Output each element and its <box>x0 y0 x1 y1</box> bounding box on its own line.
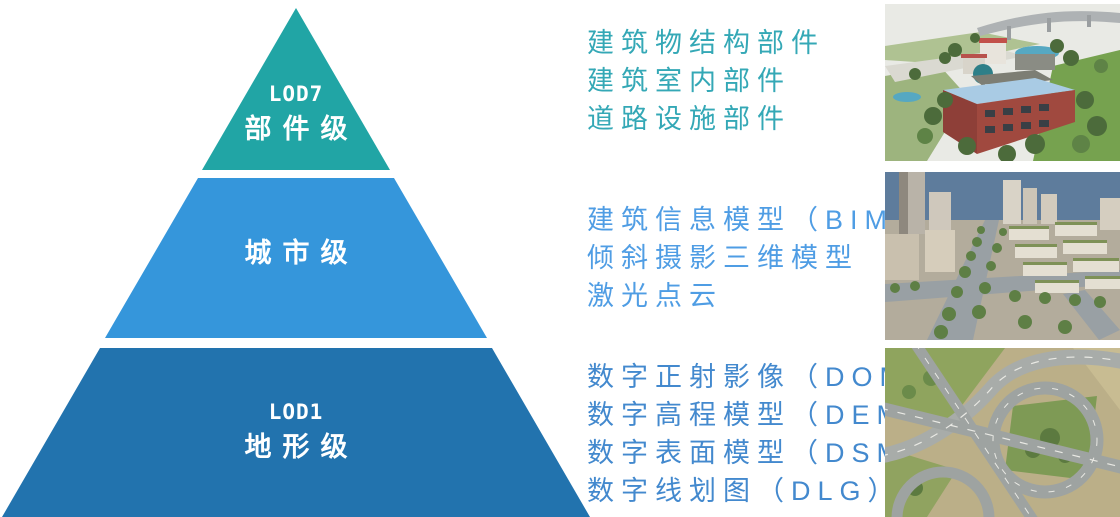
annotation-line: 数字正射影像（DOM） <box>587 362 943 392</box>
annotation-line: 道路设施部件 <box>587 104 791 134</box>
pyramid-level-middle-shape <box>105 178 487 338</box>
pyramid-level-bottom-shape <box>2 348 590 517</box>
annotation-line: 激光点云 <box>587 281 723 311</box>
bim-trees <box>909 33 1108 161</box>
annotation-line: 建筑信息模型（BIM） <box>587 205 929 235</box>
bim-overpass <box>977 11 1120 40</box>
pyramid-label-top: LOD7 部件级 <box>96 82 496 144</box>
city-level-label: 城市级 <box>244 238 359 268</box>
annotation-line: 数字表面模型（DSM） <box>587 438 940 468</box>
bim-buildings <box>943 38 1075 154</box>
pyramid-level-top-shape <box>202 8 390 170</box>
interchange-roads <box>885 348 1120 517</box>
annotation-line: 数字高程模型（DEM） <box>587 400 940 430</box>
city-level-oblique-model-image <box>885 172 1120 340</box>
annotation-line: 建筑室内部件 <box>587 66 791 96</box>
terrain-level-label: 地形级 <box>244 432 359 462</box>
pyramid-label-middle: 城市级 <box>96 238 496 268</box>
lod1-code: LOD1 <box>268 400 324 424</box>
lod7-code: LOD7 <box>268 82 324 106</box>
pyramid-graphic <box>2 8 590 517</box>
annotation-line: 数字线划图（DLG） <box>587 476 902 506</box>
pyramid-label-bottom: LOD1 地形级 <box>96 400 496 462</box>
interchange-illustration <box>885 348 1120 517</box>
city-buildings <box>885 172 1120 293</box>
bim-render-illustration <box>885 4 1120 161</box>
city-trees <box>890 226 1106 339</box>
annotation-line: 倾斜摄影三维模型 <box>587 243 859 273</box>
annotation-line: 建筑物结构部件 <box>587 28 825 58</box>
oblique-city-illustration <box>885 172 1120 340</box>
terrain-level-annotations: 数字正射影像（DOM） 数字高程模型（DEM） 数字表面模型（DSM） 数字线划… <box>587 358 943 510</box>
city-level-annotations: 建筑信息模型（BIM） 倾斜摄影三维模型 激光点云 <box>587 201 929 315</box>
component-level-annotations: 建筑物结构部件 建筑室内部件 道路设施部件 <box>587 24 917 138</box>
component-level-label: 部件级 <box>244 114 359 144</box>
component-level-bim-render-image <box>885 4 1120 161</box>
terrain-level-interchange-aerial-image <box>885 348 1120 517</box>
